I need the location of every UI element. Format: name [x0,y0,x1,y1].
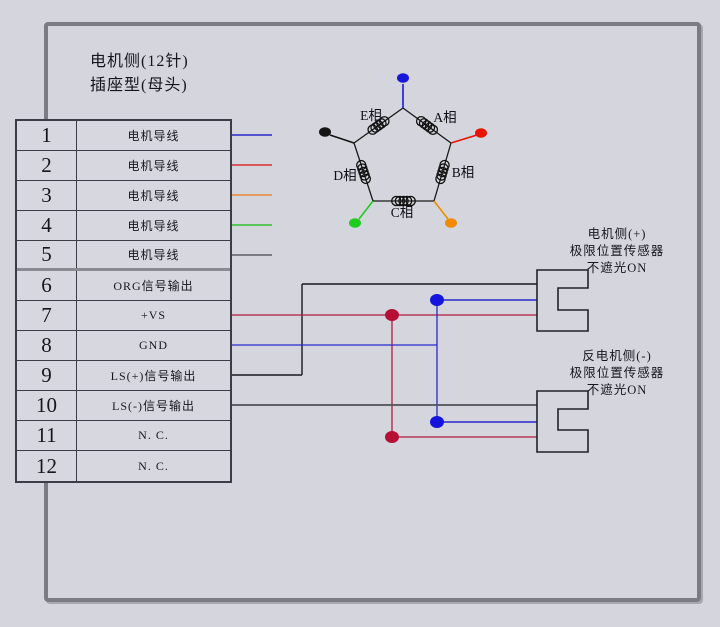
title-line-1: 电机侧(12针) [90,53,189,70]
gnd-junction-upper [430,294,444,306]
terminal-black-dot [319,127,331,137]
pin-number: 2 [17,151,77,180]
pin-function-label: 电机导线 [127,189,180,203]
terminal-red-lead [450,134,478,144]
coil-A相 [427,124,439,135]
terminal-black-lead [329,134,355,144]
winding-edge-A相 [402,107,452,144]
sensor-1-label-line-3: 不遮光ON [586,261,648,275]
terminal-green-dot [349,218,361,228]
pin-function-label: LS(-)信号输出 [112,399,195,413]
sensor-1-label-line-2: 极限位置传感器 [569,244,665,258]
pin-number: 8 [17,331,77,360]
coil-C相 [398,195,409,207]
connector-title: 电机侧(12针) 插座型(母头) [90,50,189,98]
sensor-2-label-line-1: 反电机侧(-) [582,349,652,363]
pin-number: 6 [17,271,77,300]
sensor-2-body [536,390,589,453]
pin-function-label: +VS [140,308,167,322]
pin-number: 11 [17,421,77,450]
vs-junction-upper [385,309,399,321]
vs-junction-lower [385,431,399,443]
winding-edge-E相 [353,107,404,144]
coil-A相 [424,122,436,133]
pin-function-label: 电机导线 [127,159,180,173]
pin-row-3: 3 电机导线 [17,181,230,211]
pin-number: 3 [17,181,77,210]
pin-function-label: 电机导线 [127,219,180,233]
pin-number: 9 [17,361,77,390]
pin-number: 12 [17,451,77,481]
coil-B相 [435,173,446,185]
coil-C相 [394,195,406,207]
pin-function-label: ORG信号输出 [113,279,194,293]
gnd-junction-lower [430,416,444,428]
coil-E相 [367,124,378,135]
pin-function-label: 电机导线 [127,129,180,143]
terminal-blue-dot [397,73,409,83]
coil-C相 [401,195,413,207]
title-line-2: 插座型(母头) [90,77,188,94]
phase-label-C相: C相 [391,205,414,220]
sensor-1-label-line-1: 电机侧(+) [587,227,647,241]
coil-C相 [391,195,402,207]
pin-number: 10 [17,391,77,420]
pin-function-label: LS(+)信号输出 [110,369,197,383]
pin-table: 1 电机导线 2 电机导线 3 电机导线 4 电机导线 5 电机导线 6 ORG信号输出 7 +VS 8 GN… [15,119,232,483]
coil-D相 [360,173,371,185]
pin-function-label: GND [139,338,168,352]
terminal-orange-lead [433,200,449,220]
phase-label-E相: E相 [360,108,382,123]
pin-row-1: 1 电机导线 [17,121,230,151]
sensor-1-body [536,269,589,332]
phase-label-D相: D相 [333,168,356,183]
phase-label-B相: B相 [452,165,475,180]
pin-row-7: 7 +VS [17,301,230,331]
coil-E相 [370,122,381,133]
pin-row-9: 9 LS(+)信号输出 [17,361,230,391]
sensor-1-label: 电机侧(+) 极限位置传感器 不遮光ON [532,226,702,277]
pin-row-12: 12 N. C. [17,451,230,481]
pin-row-5: 5 电机导线 [17,241,230,271]
pin-row-8: 8 GND [17,331,230,361]
pin-function-label: 电机导线 [127,248,180,262]
winding-edge-D相 [353,142,374,202]
pin-row-4: 4 电机导线 [17,211,230,241]
terminal-red-dot [475,128,487,138]
coil-C相 [405,195,416,207]
terminal-orange-dot [445,218,457,228]
terminal-green-lead [358,200,374,220]
pin-row-10: 10 LS(-)信号输出 [17,391,230,421]
pin-number: 7 [17,301,77,330]
pin-number: 5 [17,241,77,268]
pin-row-11: 11 N. C. [17,421,230,451]
pin-number: 1 [17,121,77,150]
winding-edge-B相 [433,142,452,202]
pin-function-label: N. C. [138,458,169,473]
pin-row-2: 2 电机导线 [17,151,230,181]
sensor-2-label: 反电机侧(-) 极限位置传感器 不遮光ON [532,348,702,399]
sensor-2-label-line-2: 极限位置传感器 [569,366,665,380]
sensor-2-label-line-3: 不遮光ON [586,383,648,397]
pin-row-6: 6 ORG信号输出 [17,271,230,301]
phase-label-A相: A相 [433,110,456,125]
pin-number: 4 [17,211,77,240]
pin-function-label: N. C. [138,428,169,442]
